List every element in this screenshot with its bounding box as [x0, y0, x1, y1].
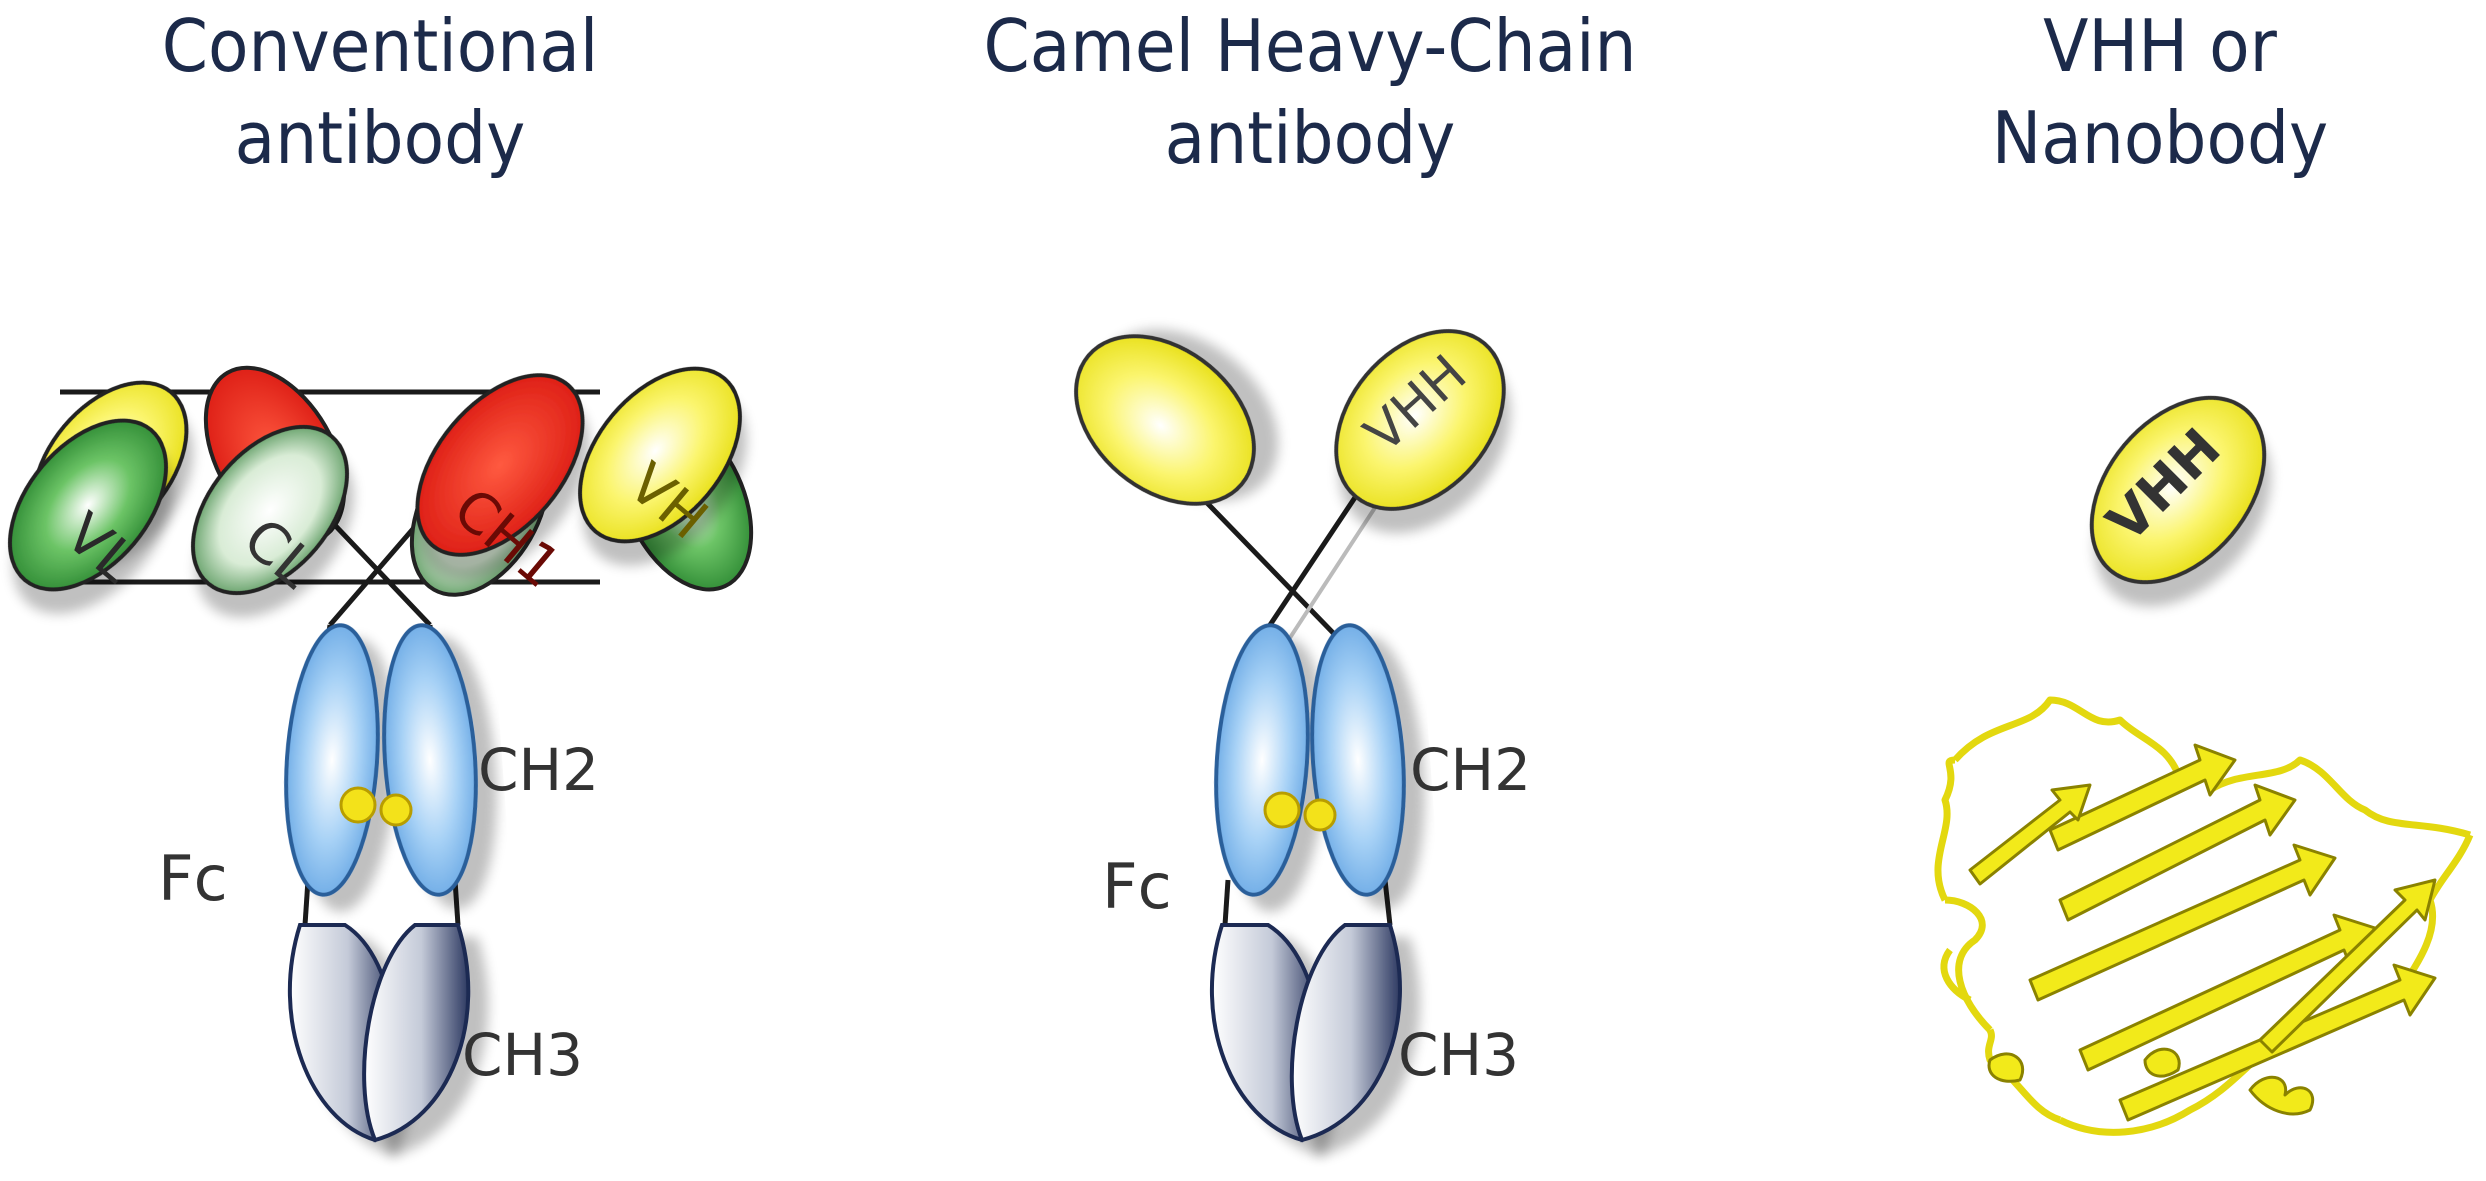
ch2-domain-right [1310, 623, 1406, 897]
ch2-label: CH2 [478, 736, 599, 804]
vhh-domain-right [1334, 329, 1506, 511]
hinge-shadow [1280, 498, 1382, 652]
title-line: Conventional [161, 4, 599, 88]
vhh-domain-left [1074, 334, 1256, 506]
vhh-nanobody: VHH [1934, 395, 2474, 1136]
cl-domain [191, 424, 349, 596]
ch3-label: CH3 [462, 1021, 583, 1089]
title-conventional-antibody: Conventional antibody [30, 0, 729, 184]
ch2-domain-left [1214, 623, 1310, 897]
ch3-domain-right [1289, 923, 1402, 1143]
title-line: Camel Heavy-Chain [983, 4, 1637, 88]
disulfide-bond-icon [339, 786, 413, 827]
title-camel-heavy-chain-antibody: Camel Heavy-Chain antibody [960, 0, 1659, 184]
vhh-domain [2089, 395, 2267, 585]
title-line: VHH or [2043, 4, 2277, 88]
ch2-domain-left [284, 623, 380, 897]
nanobody-ribbon-structure-icon [1934, 696, 2474, 1136]
ch1-domain [415, 373, 585, 557]
title-line: antibody [1164, 96, 1456, 180]
vh-domain [578, 366, 742, 544]
ch3-label: CH3 [1398, 1021, 1519, 1089]
ch2-domain-right [382, 623, 478, 897]
camel-heavy-chain-antibody: VHH CH2 Fc CH3 [1074, 329, 1531, 1143]
title-vhh-nanobody: VHH or Nanobody [1810, 0, 2486, 184]
ch2-label: CH2 [1410, 736, 1531, 804]
ch3-domain-right [362, 923, 471, 1143]
title-line: antibody [234, 96, 526, 180]
fc-label: Fc [1102, 850, 1172, 923]
fc-label: Fc [158, 842, 228, 915]
conventional-antibody: VL CL CH1 VH CH2 Fc CH3 [8, 365, 754, 1143]
title-line: Nanobody [1991, 96, 2329, 180]
vl-domain [8, 418, 168, 592]
disulfide-bond-icon [1263, 791, 1337, 832]
